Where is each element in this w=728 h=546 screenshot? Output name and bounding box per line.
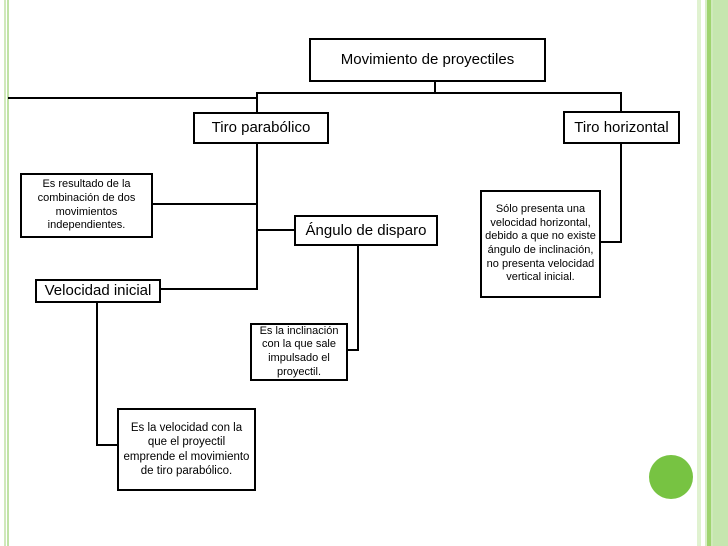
green-circle-decoration: [649, 455, 693, 499]
connector-velocidad-desc-branch: [96, 444, 119, 446]
right-border-band: [697, 0, 728, 546]
connector-drop-tiro-parabolico: [256, 92, 258, 112]
connector-left-edge-line: [8, 97, 257, 99]
node-solo-presenta-descripcion: Sólo presenta una velocidad horizontal, …: [480, 190, 601, 298]
node-angulo-disparo: Ángulo de disparo: [294, 215, 438, 246]
connector-resultado-branch: [152, 203, 258, 205]
connector-main-stub: [434, 82, 436, 94]
node-velocidad-descripcion: Es la velocidad con la que el proyectil …: [117, 408, 256, 491]
connector-parabolico-trunk: [256, 143, 258, 290]
connector-angulo-trunk: [357, 245, 359, 351]
node-tiro-parabolico: Tiro parabólico: [193, 112, 329, 144]
connector-drop-tiro-horizontal: [620, 92, 622, 111]
node-movimiento-proyectiles: Movimiento de proyectiles: [309, 38, 546, 82]
connector-angulo-branch: [256, 229, 294, 231]
connector-horizontal-trunk: [620, 143, 622, 243]
connector-top-horizontal: [257, 92, 622, 94]
left-border-stripe-outer: [4, 0, 6, 546]
connector-inclinacion-branch: [346, 349, 359, 351]
connector-velocidad-branch: [159, 288, 258, 290]
connector-velocidad-trunk: [96, 302, 98, 446]
node-velocidad-inicial: Velocidad inicial: [35, 279, 161, 303]
node-resultado-combinacion: Es resultado de la combinación de dos mo…: [20, 173, 153, 238]
node-inclinacion-descripcion: Es la inclinación con la que sale impuls…: [250, 323, 348, 381]
node-tiro-horizontal: Tiro horizontal: [563, 111, 680, 144]
connector-solo-presenta-branch: [599, 241, 622, 243]
left-border-stripe-inner: [7, 0, 9, 546]
